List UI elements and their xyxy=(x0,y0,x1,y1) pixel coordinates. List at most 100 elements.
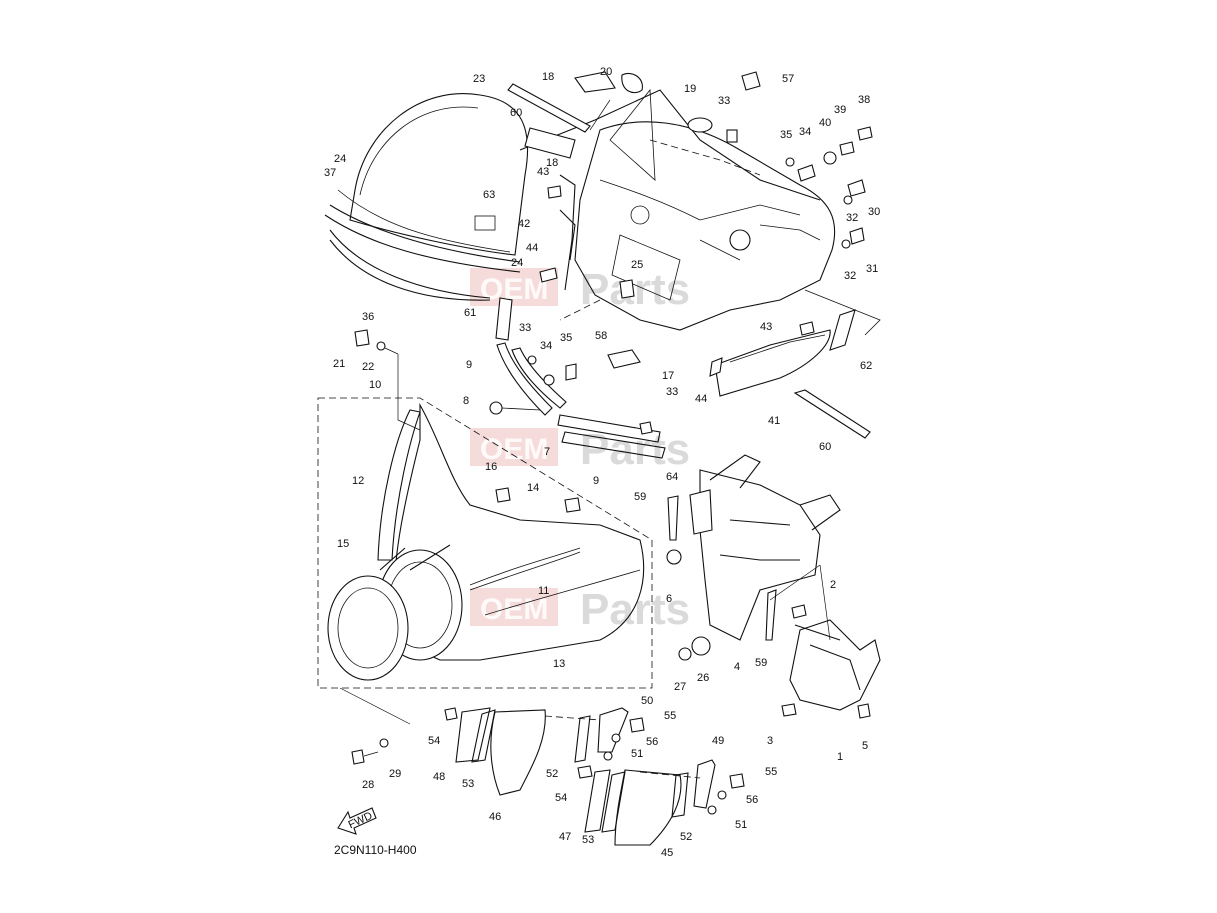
part-number-label: 55 xyxy=(664,710,676,722)
part-number-label: 51 xyxy=(735,819,747,831)
fwd-arrow-icon: FWD xyxy=(337,807,377,835)
part-number-label: 16 xyxy=(485,461,497,473)
side-cowl-41 xyxy=(709,289,881,439)
part-number-label: 55 xyxy=(765,766,777,778)
part-number-label: 47 xyxy=(559,831,571,843)
part-number-label: 28 xyxy=(362,779,374,791)
part-number-label: 13 xyxy=(553,658,565,670)
part-number-label: 24 xyxy=(511,257,523,269)
part-number-label: 7 xyxy=(544,446,550,458)
part-number-label: 8 xyxy=(463,395,469,407)
front-cowling-assembly xyxy=(317,347,653,725)
part-number-label: 6 xyxy=(666,593,672,605)
part-number-label: 4 xyxy=(734,661,740,673)
watermark-brand: OEM xyxy=(480,433,548,466)
part-number-label: 1 xyxy=(837,751,843,763)
part-number-label: 46 xyxy=(489,811,501,823)
part-number-label: 33 xyxy=(718,95,730,107)
part-number-label: 52 xyxy=(680,831,692,843)
part-number-label: 17 xyxy=(662,370,674,382)
part-number-label: 3 xyxy=(767,735,773,747)
part-number-label: 27 xyxy=(674,681,686,693)
bolt-28-29 xyxy=(351,738,389,765)
part-number-label: 32 xyxy=(844,270,856,282)
part-number-label: 24 xyxy=(334,153,346,165)
watermark-bottom: OEM Parts xyxy=(470,585,690,634)
part-number-label: 42 xyxy=(518,218,530,230)
part-number-label: 38 xyxy=(858,94,870,106)
part-number-label: 58 xyxy=(595,330,607,342)
part-number-label: 37 xyxy=(324,167,336,179)
part-number-label: 36 xyxy=(362,311,374,323)
part-number-label: 34 xyxy=(799,126,811,138)
watermark-suffix: Parts xyxy=(580,425,690,474)
watermark-suffix: Parts xyxy=(580,265,690,314)
part-number-label: 59 xyxy=(755,657,767,669)
part-number-label: 54 xyxy=(428,735,440,747)
top-small-parts xyxy=(495,71,873,369)
part-number-label: 41 xyxy=(768,415,780,427)
diagram-code: 2C9N110-H400 xyxy=(334,843,417,857)
part-number-label: 29 xyxy=(389,768,401,780)
part-number-label: 21 xyxy=(333,358,345,370)
part-number-label: 32 xyxy=(846,212,858,224)
part-number-label: 23 xyxy=(473,73,485,85)
part-number-label: 53 xyxy=(582,834,594,846)
part-number-label: 14 xyxy=(527,482,539,494)
part-number-label: 63 xyxy=(483,189,495,201)
part-number-label: 18 xyxy=(542,71,554,83)
watermark-brand: OEM xyxy=(480,593,548,626)
stay-frame-4 xyxy=(666,454,841,661)
part-number-label: 60 xyxy=(819,441,831,453)
part-number-label: 44 xyxy=(695,393,707,405)
part-number-label: 43 xyxy=(537,166,549,178)
part-number-label: 11 xyxy=(538,585,549,597)
part-number-label: 49 xyxy=(712,735,724,747)
windshield xyxy=(324,93,529,301)
watermark-suffix: Parts xyxy=(580,585,690,634)
part-number-label: 56 xyxy=(746,794,758,806)
part-number-label: 61 xyxy=(464,307,476,319)
part-number-label: 26 xyxy=(697,672,709,684)
part-number-label: 62 xyxy=(860,360,872,372)
part-number-label: 10 xyxy=(369,379,381,391)
watermark-brand: OEM xyxy=(480,273,548,306)
part-number-label: 31 xyxy=(866,263,878,275)
part-number-label: 39 xyxy=(834,104,846,116)
part-number-label: 56 xyxy=(646,736,658,748)
brackets-9-7 xyxy=(354,329,666,459)
part-number-label: 15 xyxy=(337,538,349,550)
part-number-label: 40 xyxy=(819,117,831,129)
part-number-label: 19 xyxy=(684,83,696,95)
part-number-label: 2 xyxy=(830,579,836,591)
lower-panels xyxy=(444,707,745,846)
part-number-label: 54 xyxy=(555,792,567,804)
part-number-label: 52 xyxy=(546,768,558,780)
part-number-label: 64 xyxy=(666,471,678,483)
part-number-label: 33 xyxy=(666,386,678,398)
part-number-label: 9 xyxy=(466,359,472,371)
watermark-middle: OEM Parts xyxy=(470,425,690,474)
part-number-label: 12 xyxy=(352,475,364,487)
part-number-label: 34 xyxy=(540,340,552,352)
part-number-label: 45 xyxy=(661,847,673,859)
part-number-label: 22 xyxy=(362,361,374,373)
part-number-label: 20 xyxy=(600,66,612,78)
fwd-label: FWD xyxy=(347,810,375,831)
part-number-label: 5 xyxy=(862,740,868,752)
part-number-label: 48 xyxy=(433,771,445,783)
part-number-label: 30 xyxy=(868,206,880,218)
part-number-label: 43 xyxy=(760,321,772,333)
stay-1 xyxy=(769,564,881,719)
part-number-label: 33 xyxy=(519,322,531,334)
part-number-label: 50 xyxy=(641,695,653,707)
part-number-label: 18 xyxy=(546,157,558,169)
part-number-label: 51 xyxy=(631,748,643,760)
part-number-label: 59 xyxy=(634,491,646,503)
part-number-label: 35 xyxy=(780,129,792,141)
part-number-label: 53 xyxy=(462,778,474,790)
part-number-label: 57 xyxy=(782,73,794,85)
part-number-label: 35 xyxy=(560,332,572,344)
